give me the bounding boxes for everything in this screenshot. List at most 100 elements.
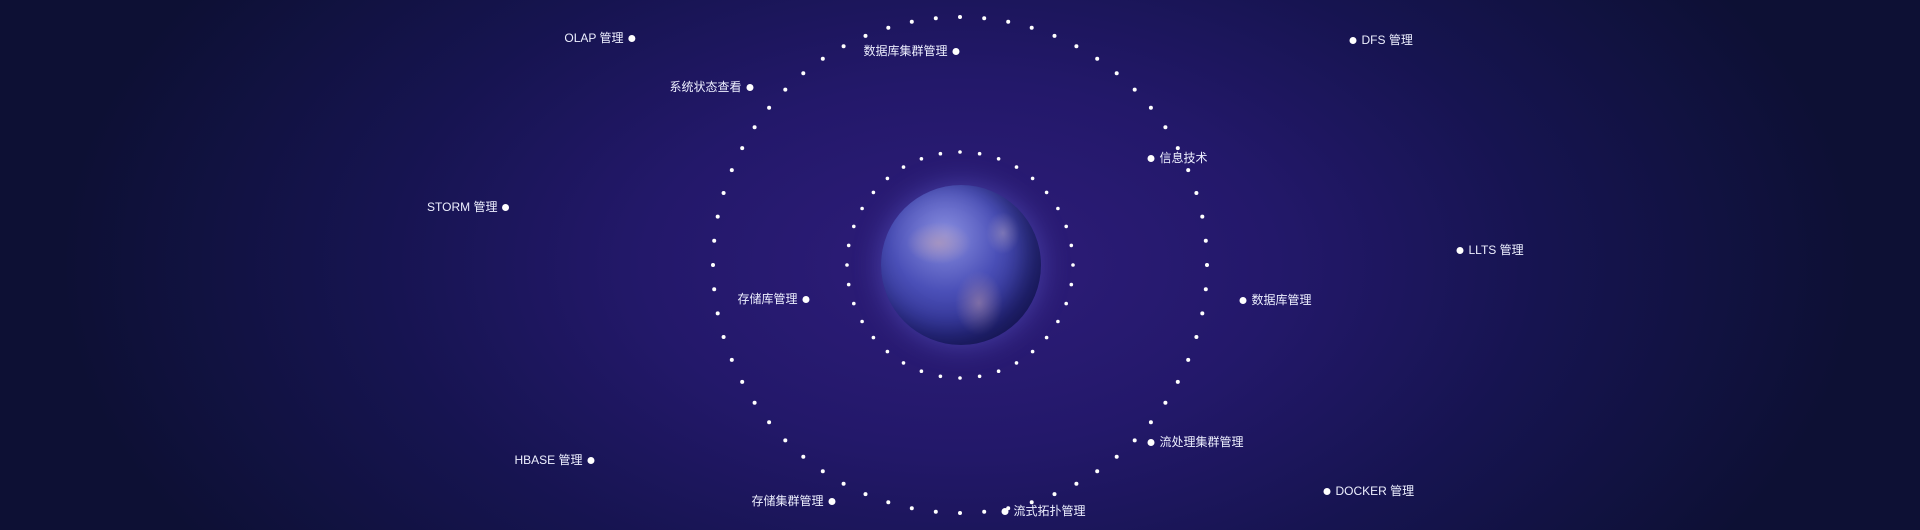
orbit-dot — [820, 469, 825, 474]
orbit-dot — [1044, 190, 1049, 195]
orbit-dot — [1203, 238, 1208, 243]
node-dot-icon — [587, 456, 595, 464]
orbit-dot — [901, 361, 906, 365]
orbit-dot — [1095, 469, 1100, 474]
orbit-dot — [712, 238, 717, 243]
orbit-dot — [841, 481, 846, 486]
orbit-dot — [1074, 44, 1079, 49]
node-label: LLTS 管理 — [1468, 243, 1524, 257]
node-docker[interactable]: DOCKER 管理 — [1323, 484, 1415, 498]
orbit-dot — [1095, 56, 1100, 61]
node-label: OLAP 管理 — [564, 31, 624, 45]
orbit-dot — [958, 150, 962, 154]
orbit-dot — [1163, 400, 1168, 405]
node-database[interactable]: 数据库管理 — [1239, 293, 1312, 307]
node-system-status[interactable]: 系统状态查看 — [669, 80, 754, 94]
orbit-dot — [919, 369, 924, 374]
node-dfs[interactable]: DFS 管理 — [1349, 33, 1413, 47]
orbit-dot — [938, 151, 943, 156]
orbit-dot — [801, 71, 806, 76]
orbit-dot — [996, 157, 1001, 161]
orbit-dot — [852, 224, 856, 229]
orbit-dot — [871, 190, 876, 195]
node-label: 系统状态查看 — [669, 80, 742, 94]
orbit-dot — [711, 263, 715, 267]
node-stream-cluster[interactable]: 流处理集群管理 — [1147, 435, 1244, 449]
earth-globe — [881, 185, 1041, 345]
node-dot-icon — [1349, 36, 1357, 44]
node-label: 流处理集群管理 — [1159, 435, 1244, 449]
orbit-dot — [715, 311, 720, 316]
orbit-dot — [767, 105, 772, 110]
orbit-dot — [1029, 500, 1034, 505]
orbit-dot — [958, 15, 962, 19]
orbit-dot — [958, 511, 962, 515]
orbit-dot — [740, 146, 745, 151]
orbit-dot — [1056, 319, 1060, 324]
node-label: DFS 管理 — [1361, 33, 1413, 47]
orbit-dot — [886, 25, 891, 30]
orbit-dot — [977, 151, 982, 156]
orbit-dot — [863, 492, 868, 497]
orbit-dot — [863, 33, 868, 38]
node-stream-topology[interactable]: 流式拓扑管理 — [1001, 504, 1086, 518]
orbit-dot — [729, 357, 734, 362]
orbit-dot — [721, 191, 726, 195]
orbit-dot — [1071, 263, 1075, 267]
orbit-dot — [1132, 87, 1137, 92]
node-olap[interactable]: OLAP 管理 — [564, 31, 636, 45]
node-dot-icon — [1147, 154, 1155, 162]
orbit-dot — [1194, 335, 1199, 339]
orbit-dot — [982, 16, 987, 21]
orbit-dot — [909, 506, 914, 511]
orbit-dot — [712, 287, 717, 292]
orbit-dot — [1200, 214, 1205, 219]
node-storm[interactable]: STORM 管理 — [427, 200, 510, 214]
orbit-dot — [1148, 420, 1153, 425]
orbit-dot — [860, 206, 864, 211]
orbit-dot — [938, 374, 943, 379]
outer-orbit-ring — [711, 15, 1209, 515]
node-dot-icon — [1456, 246, 1464, 254]
orbit-dot — [1148, 105, 1153, 110]
node-dot-icon — [802, 295, 810, 303]
orbit-dot — [933, 509, 938, 514]
node-label: DOCKER 管理 — [1335, 484, 1415, 498]
orbit-dot — [1203, 287, 1208, 292]
node-dot-icon — [952, 47, 960, 55]
node-storage-lib[interactable]: 存储库管理 — [737, 292, 810, 306]
orbit-dot — [885, 349, 890, 354]
orbit-dot — [1186, 357, 1191, 362]
orbit-dot — [1030, 349, 1035, 354]
orbit-dot — [740, 379, 745, 384]
orbit-dot — [1175, 146, 1180, 151]
orbit-dot — [1014, 165, 1019, 169]
orbit-dot — [1069, 282, 1074, 287]
orbit-dot — [1194, 191, 1199, 195]
orbit-dot — [721, 335, 726, 339]
orbit-dot — [783, 87, 788, 92]
orbit-dot — [767, 420, 772, 425]
node-dot-icon — [1147, 438, 1155, 446]
node-label: HBASE 管理 — [514, 453, 583, 467]
orbit-dot — [1006, 19, 1011, 24]
node-hbase[interactable]: HBASE 管理 — [514, 453, 595, 467]
node-dot-icon — [1323, 487, 1331, 495]
node-info-tech[interactable]: 信息技术 — [1147, 151, 1208, 165]
orbit-dot — [977, 374, 982, 379]
orbit-dot — [1205, 263, 1209, 267]
node-label: 数据库集群管理 — [863, 44, 948, 58]
orbit-dot — [729, 168, 734, 173]
orbit-dot — [1056, 206, 1060, 211]
orbit-dot — [933, 16, 938, 21]
orbit-dot — [909, 19, 914, 24]
node-db-cluster[interactable]: 数据库集群管理 — [863, 44, 960, 58]
orbit-dot — [715, 214, 720, 219]
node-storage-cluster[interactable]: 存储集群管理 — [751, 494, 836, 508]
orbit-dot — [901, 165, 906, 169]
node-llts[interactable]: LLTS 管理 — [1456, 243, 1524, 257]
node-label: 流式拓扑管理 — [1013, 504, 1086, 518]
orbit-dot — [1175, 379, 1180, 384]
